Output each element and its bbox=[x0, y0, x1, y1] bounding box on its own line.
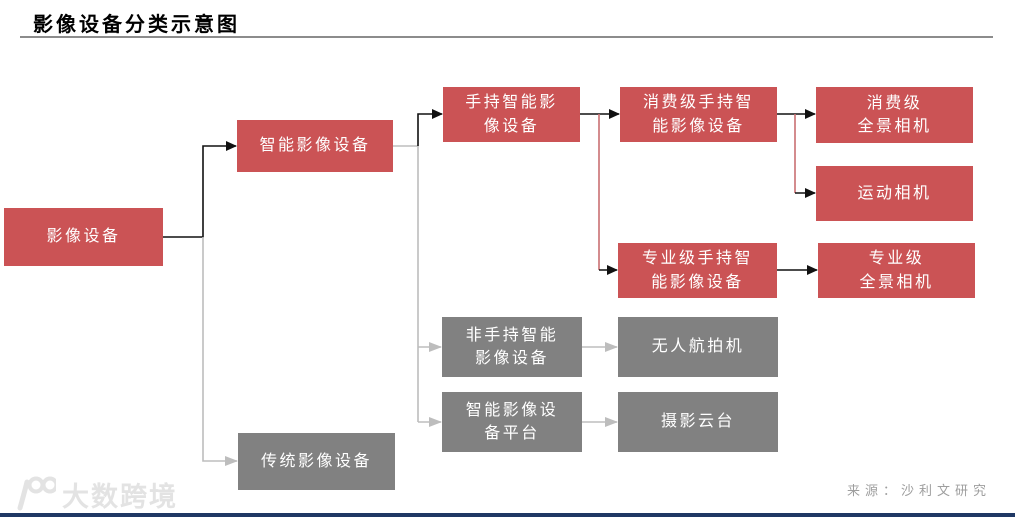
node-gimbal: 摄影云台 bbox=[618, 392, 778, 452]
node-smart-imaging: 智能影像设备 bbox=[237, 120, 393, 172]
node-action-camera: 运动相机 bbox=[816, 166, 973, 221]
node-consumer-panoramic: 消费级 全景相机 bbox=[816, 87, 973, 143]
page-title: 影像设备分类示意图 bbox=[33, 14, 240, 36]
connector-root-to-smart bbox=[163, 141, 237, 238]
title-divider bbox=[20, 36, 993, 38]
node-smart-platform: 智能影像设 备平台 bbox=[442, 392, 582, 452]
watermark: 大数跨境 bbox=[10, 474, 178, 514]
node-handheld-smart: 手持智能影 像设备 bbox=[443, 87, 580, 142]
node-consumer-handheld: 消费级手持智 能影像设备 bbox=[620, 87, 777, 142]
node-imaging-equipment: 影像设备 bbox=[4, 208, 163, 266]
source-note: 来源：沙利文研究 bbox=[846, 483, 991, 498]
node-professional-handheld: 专业级手持智 能影像设备 bbox=[618, 243, 777, 298]
node-non-handheld-smart: 非手持智能 影像设备 bbox=[442, 317, 582, 377]
node-traditional-imaging: 传统影像设备 bbox=[238, 433, 395, 490]
node-drone: 无人航拍机 bbox=[618, 317, 778, 377]
connector-root-to-traditional bbox=[202, 237, 238, 466]
watermark-logo-icon bbox=[17, 476, 56, 511]
footer-bar bbox=[0, 513, 1015, 517]
connector-smart-to-handheld bbox=[417, 109, 443, 146]
watermark-text: 大数跨境 bbox=[62, 481, 178, 512]
node-professional-panoramic: 专业级 全景相机 bbox=[818, 243, 975, 298]
